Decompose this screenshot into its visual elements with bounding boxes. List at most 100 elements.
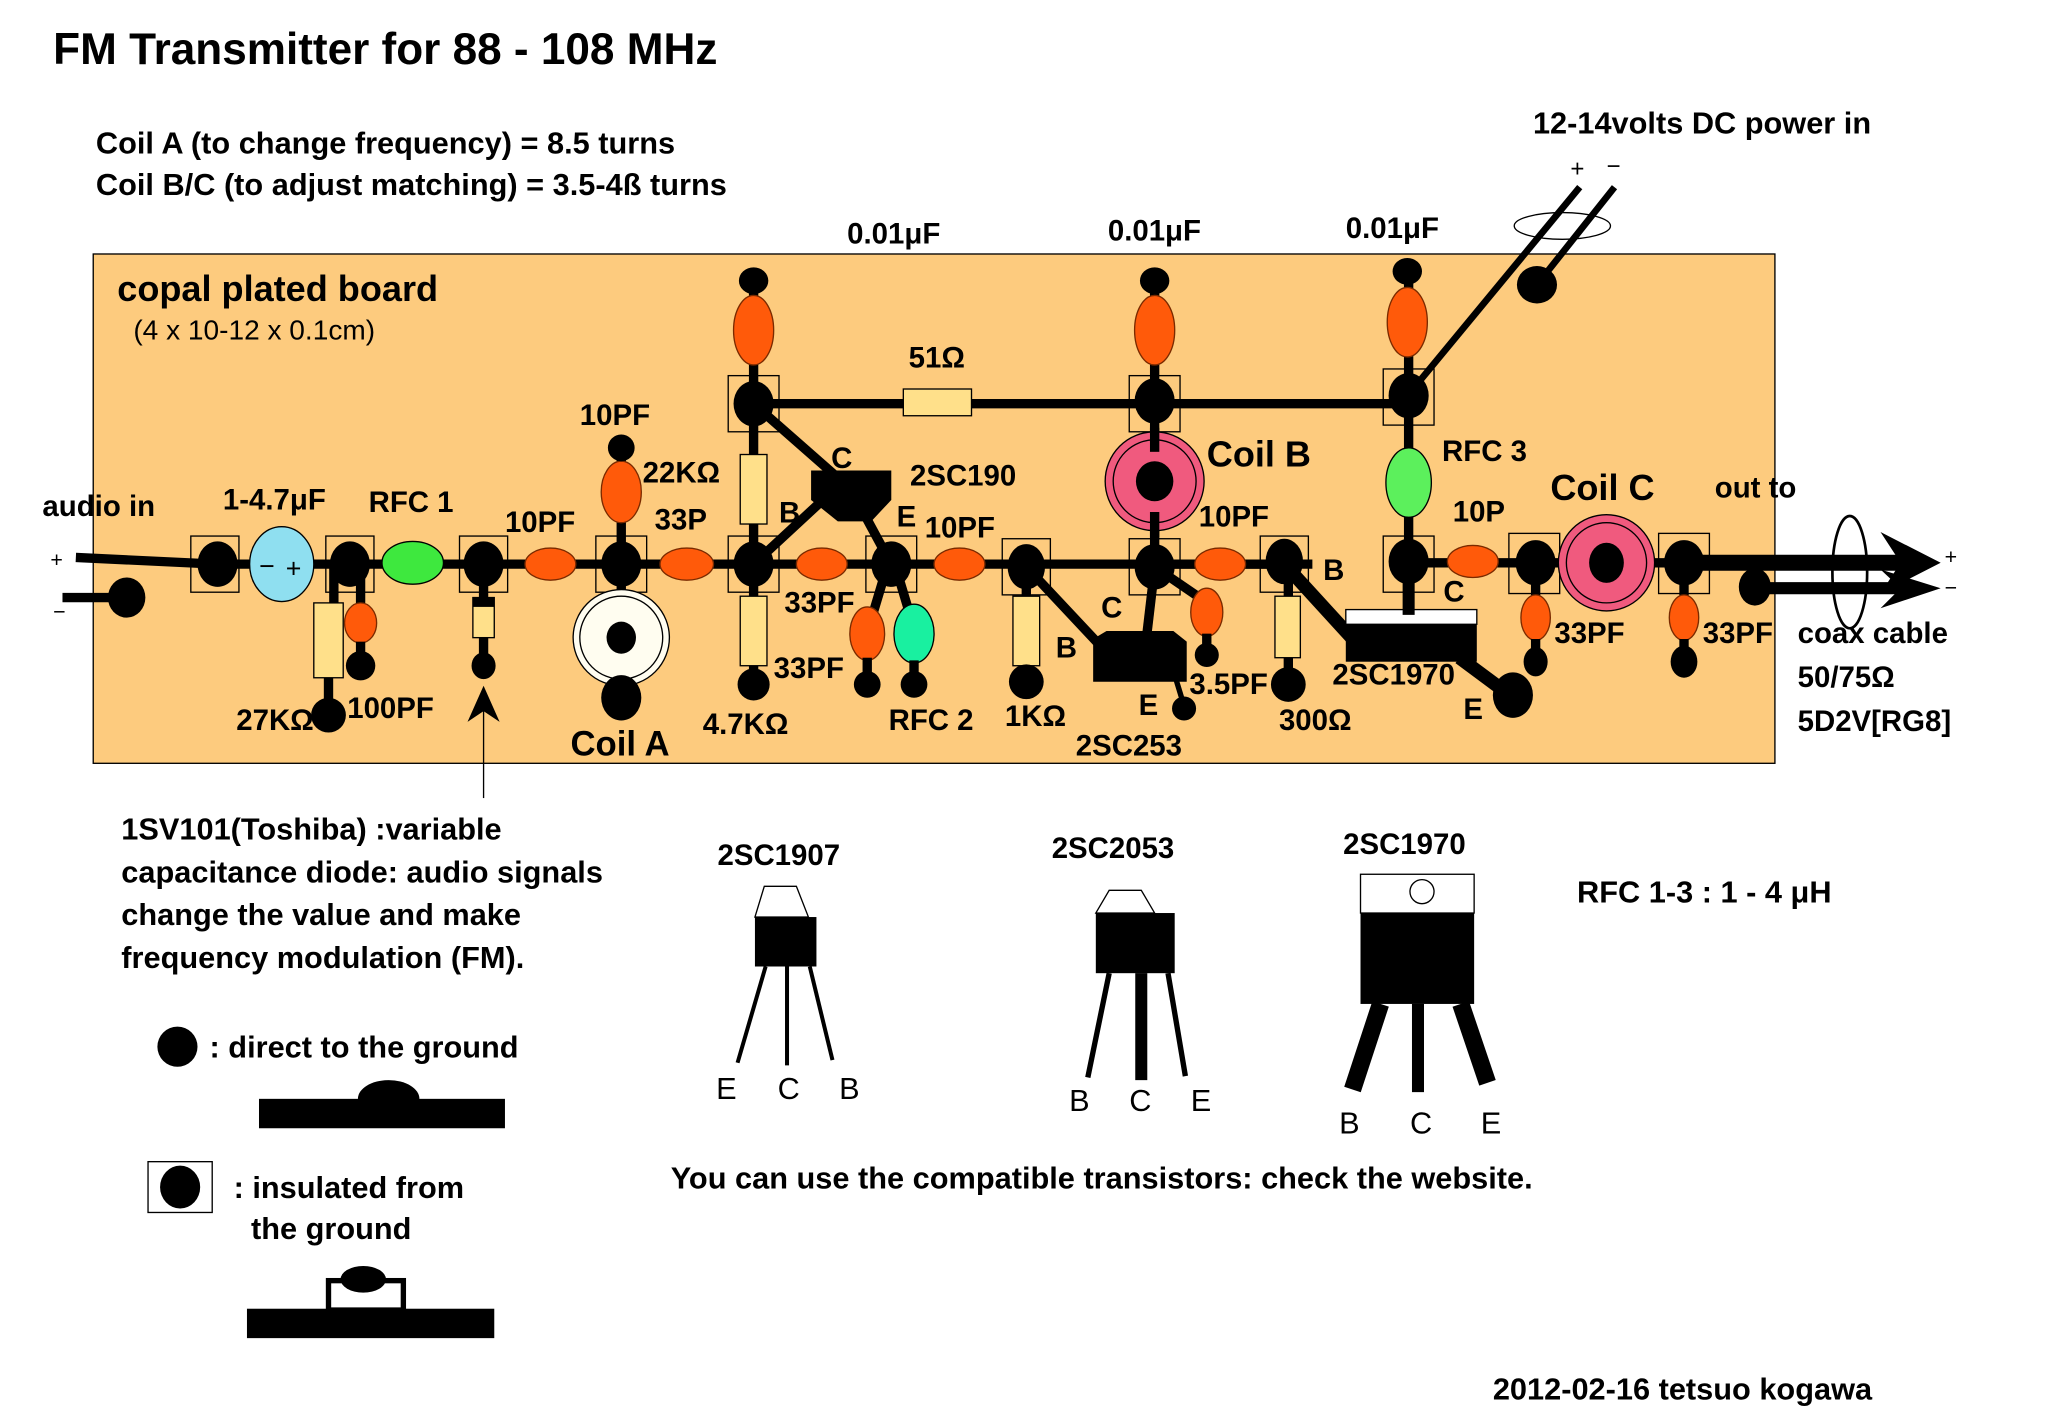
capacitor-10pf (524, 547, 577, 581)
coil-b-center (1135, 461, 1174, 502)
ground-pad (1139, 267, 1170, 295)
label-q1: 2SC190 (910, 459, 1016, 492)
insulated-pad-box (865, 535, 918, 593)
pinout-2sc1970: 2SC1970 B C E (1339, 828, 1501, 1140)
compatible-note: You can use the compatible transistors: … (671, 1160, 1533, 1195)
label-c-33pf-1: 33PF (784, 586, 854, 619)
label-q2-b: B (1056, 632, 1077, 665)
pad (1388, 372, 1429, 419)
capacitor-33pf-3 (1520, 594, 1552, 641)
board-size: (4 x 10-12 x 0.1cm) (133, 315, 375, 346)
label-c-10pf-a: 10PF (505, 506, 575, 539)
output-minus: − (1945, 576, 1957, 600)
label-c-001-3: 0.01μF (1346, 212, 1439, 245)
label-rfc3: RFC 3 (1442, 435, 1527, 468)
ground-pad (1008, 664, 1044, 700)
pad (463, 541, 504, 587)
audio-in-label: audio in (42, 490, 155, 523)
q1-base-lead (750, 493, 829, 568)
pin-label: B (1069, 1083, 1089, 1118)
label-c-33pf-3: 33PF (1554, 617, 1624, 650)
diode-note-line: change the value and make (121, 897, 521, 932)
resistor-300 (1274, 595, 1302, 659)
ground-pad (1670, 645, 1698, 678)
label-c-3-5pf: 3.5PF (1189, 668, 1267, 701)
label-c-10pf-b: 10PF (925, 511, 995, 544)
transistor-top-icon (1094, 889, 1156, 914)
label-q3: 2SC1970 (1332, 658, 1455, 691)
label-q2-c: C (1101, 592, 1122, 625)
pad (871, 541, 912, 587)
legend-ground-dot-icon (157, 1026, 198, 1067)
pin-label: E (716, 1071, 737, 1106)
pin-label: E (1481, 1106, 1502, 1141)
ground-pad (311, 697, 346, 733)
insulated-pad-box (325, 535, 375, 593)
pin-label: E (1191, 1083, 1212, 1118)
ground-pad (607, 434, 635, 462)
label-r-4k7: 4.7KΩ (703, 708, 789, 741)
pin-label: B (1339, 1106, 1360, 1141)
output-ground-pad (1738, 568, 1771, 606)
ground-pad (1172, 696, 1197, 721)
power-plus: + (1570, 155, 1584, 182)
rfc2-choke (893, 603, 935, 664)
power-minus: − (1606, 153, 1620, 180)
coax-cable-label: coax cable (1798, 617, 1948, 650)
label-coil-c: Coil C (1550, 467, 1654, 508)
pinout-2sc1907: 2SC1907 E C B (716, 839, 859, 1106)
transistor-body-icon (1095, 913, 1175, 974)
label-c-in: 1-4.7μF (223, 483, 326, 516)
power-label: 12-14volts DC power in (1533, 106, 1871, 141)
ground-pad (1194, 642, 1219, 668)
pin-lead (1344, 1001, 1389, 1093)
page-title: FM Transmitter for 88 - 108 MHz (53, 25, 717, 74)
resistor-51 (902, 388, 973, 417)
power-ground-pad (1516, 266, 1558, 304)
legend-insulated-text-1: : insulated from (234, 1170, 465, 1205)
label-r-51: 51Ω (909, 342, 965, 375)
label-c-10pf-c: 10PF (1199, 501, 1269, 534)
label-c-33pf-4: 33PF (1703, 617, 1773, 650)
audio-in-hot-wire (75, 552, 217, 569)
pin-lead (1452, 1001, 1496, 1086)
ground-pad (1270, 667, 1306, 702)
resistor-22k (739, 453, 768, 525)
q2-base-lead (1022, 563, 1110, 656)
rfc3-choke (1385, 447, 1433, 519)
pad (197, 541, 238, 587)
coax-sleeve (1831, 514, 1869, 630)
pad (1388, 538, 1429, 585)
resistor-1k (1012, 595, 1041, 667)
coil-a-center (606, 621, 636, 654)
label-coil-b: Coil B (1207, 434, 1311, 475)
power-cable-sleeve (1513, 211, 1612, 240)
pin-lead (735, 965, 768, 1064)
pinout-title: 2SC1907 (718, 839, 841, 872)
audio-in-minus: − (53, 600, 65, 624)
audio-in-plus: + (50, 548, 62, 572)
rfc1-choke (381, 540, 445, 585)
insulated-pad-box (727, 374, 780, 433)
pinout-title: 2SC1970 (1343, 828, 1466, 861)
ground-pad (738, 267, 769, 295)
credit: 2012-02-16 tetsuo kogawa (1493, 1372, 1873, 1407)
label-q1-e: E (897, 501, 917, 534)
legend-insulated-dot-icon (160, 1165, 201, 1209)
ground-pad (1392, 258, 1423, 285)
ground-pad (601, 675, 642, 721)
insulated-pad-box (1382, 368, 1435, 426)
capacitor-10pf-c (1194, 547, 1247, 581)
diode-note-line: 1SV101(Toshiba) :variable (121, 812, 501, 847)
label-rfc1: RFC 1 (369, 486, 454, 519)
capacitor-10pf-b (933, 547, 986, 581)
out-to-label: out to (1715, 471, 1797, 504)
varicap-diode-band (472, 597, 495, 607)
power-lead-minus (1534, 185, 1618, 287)
capacitor-3-5pf (1190, 587, 1224, 637)
insulated-pad-box (190, 535, 240, 593)
transistor-q2 (1093, 630, 1187, 682)
diode-note-line: capacitance diode: audio signals (121, 854, 603, 889)
label-q2-e: E (1139, 689, 1159, 722)
capacitor-001uf-3 (1386, 286, 1429, 358)
